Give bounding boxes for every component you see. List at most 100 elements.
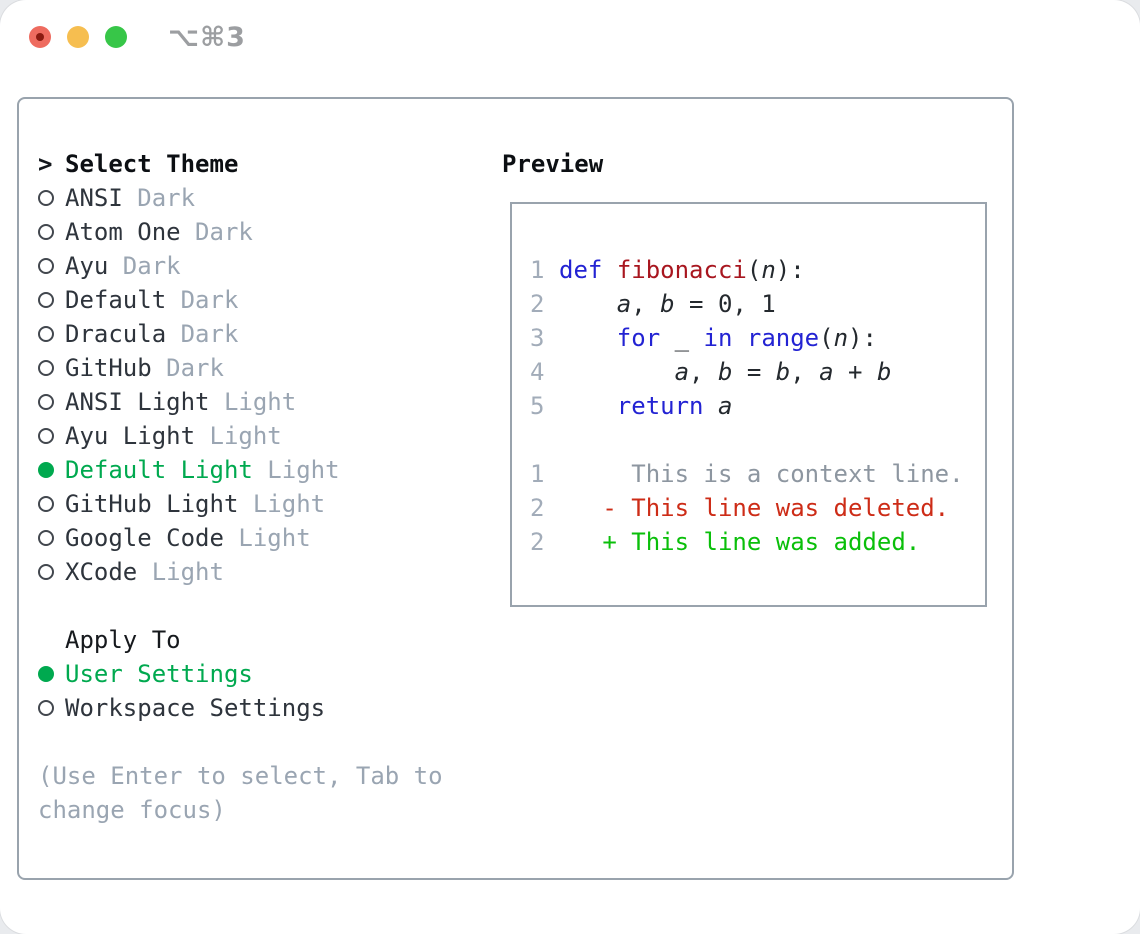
code-line: 2 a, b = 0, 1 <box>530 287 985 321</box>
code-token-kw: def <box>559 256 603 284</box>
spacer-row <box>38 589 488 623</box>
help-text-line-1: (Use Enter to select, Tab to <box>38 762 443 790</box>
code-line <box>530 423 985 457</box>
preview-title: Preview <box>502 150 604 178</box>
unsaved-changes-dot <box>36 33 44 41</box>
option-label: XCode <box>65 558 138 586</box>
theme-option[interactable]: Dracula Dark <box>38 317 488 351</box>
option-label: ANSI <box>65 184 123 212</box>
option-label: Ayu <box>65 252 109 280</box>
code-token-va: b <box>876 358 892 386</box>
apply-option[interactable]: Workspace Settings <box>38 691 488 725</box>
option-label: Default <box>65 286 167 314</box>
code-token-kw: range <box>746 324 820 352</box>
variant-label: Light <box>223 524 311 552</box>
code-token-del: - This line was deleted. <box>559 494 950 522</box>
option-label: Default Light <box>65 456 253 484</box>
theme-option[interactable]: Atom One Dark <box>38 215 488 249</box>
variant-label: Dark <box>166 286 239 314</box>
code-token-pl: ): <box>848 324 877 352</box>
help-text-line-2: change focus) <box>38 796 226 824</box>
option-label: Ayu Light <box>65 422 196 450</box>
code-line: 3 for _ in range(n): <box>530 321 985 355</box>
variant-label: Dark <box>180 218 253 246</box>
radio-unselected-icon <box>38 700 65 716</box>
line-number: 3 <box>530 324 545 352</box>
line-number: 2 <box>530 494 545 522</box>
close-button[interactable] <box>29 26 51 48</box>
option-label: Dracula <box>65 320 167 348</box>
code-token-kw: return <box>616 392 704 420</box>
code-token-pl: ( <box>746 256 762 284</box>
zoom-button[interactable] <box>105 26 127 48</box>
select-theme-header: > Select Theme <box>38 147 488 181</box>
code-token-pl <box>559 358 675 386</box>
radio-unselected-icon <box>38 360 65 376</box>
code-token-pl: , <box>689 358 718 386</box>
theme-option[interactable]: XCode Light <box>38 555 488 589</box>
line-number: 2 <box>530 290 545 318</box>
theme-option[interactable]: ANSI Dark <box>38 181 488 215</box>
code-token-va: b <box>660 290 675 318</box>
variant-label: Dark <box>151 354 224 382</box>
option-label: Workspace Settings <box>65 694 326 722</box>
code-token-pl: , <box>631 290 661 318</box>
code-token-fn: fibonacci <box>616 256 747 284</box>
radio-unselected-icon <box>38 224 65 240</box>
code-token-va: a <box>819 358 834 386</box>
theme-option[interactable]: Default Dark <box>38 283 488 317</box>
code-line: 5 return a <box>530 389 985 423</box>
variant-label: Light <box>252 456 340 484</box>
radio-unselected-icon <box>38 530 65 546</box>
radio-unselected-icon <box>38 394 65 410</box>
radio-unselected-icon <box>38 564 65 580</box>
code-token-add: + This line was added. <box>559 528 921 556</box>
code-token-kw: for <box>616 324 661 352</box>
code-token-kw: in <box>703 324 733 352</box>
theme-option[interactable]: GitHub Dark <box>38 351 488 385</box>
radio-unselected-icon <box>38 190 65 206</box>
variant-label: Light <box>238 490 326 518</box>
variant-label: Dark <box>122 184 196 212</box>
theme-option[interactable]: GitHub Light Light <box>38 487 488 521</box>
theme-option[interactable]: ANSI Light Light <box>38 385 488 419</box>
titlebar: ⌥⌘3 <box>0 0 1140 74</box>
theme-option[interactable]: Ayu Dark <box>38 249 488 283</box>
code-token-pl <box>704 392 718 420</box>
line-number: 1 <box>530 460 545 488</box>
line-number: 5 <box>530 392 545 420</box>
variant-label: Dark <box>108 252 181 280</box>
theme-option[interactable]: Ayu Light Light <box>38 419 488 453</box>
code-token-va: b <box>775 358 791 386</box>
option-label: User Settings <box>65 660 253 688</box>
theme-option[interactable]: Google Code Light <box>38 521 488 555</box>
radio-unselected-icon <box>38 292 65 308</box>
code-token-pl: _ <box>660 324 704 352</box>
theme-option[interactable]: Default Light Light <box>38 453 488 487</box>
code-line: 2 - This line was deleted. <box>530 491 985 525</box>
option-label: Atom One <box>65 218 181 246</box>
variant-label: Light <box>209 388 297 416</box>
variant-label: Light <box>137 558 224 586</box>
code-token-va: a <box>674 358 690 386</box>
code-token-pl: + <box>833 358 877 386</box>
variant-label: Light <box>195 422 282 450</box>
code-token-pl: , <box>790 358 820 386</box>
apply-to-title: Apply To <box>65 626 181 654</box>
radio-selected-icon <box>38 462 65 478</box>
code-token-pl: = 0, 1 <box>674 290 776 318</box>
minimize-button[interactable] <box>67 26 89 48</box>
option-label: Google Code <box>65 524 224 552</box>
option-label: ANSI Light <box>65 388 210 416</box>
code-line: 1 This is a context line. <box>530 457 985 491</box>
apply-option[interactable]: User Settings <box>38 657 488 691</box>
code-token-va: n <box>833 324 849 352</box>
line-number: 2 <box>530 528 545 556</box>
radio-unselected-icon <box>38 496 65 512</box>
code-line: 2 + This line was added. <box>530 525 985 559</box>
